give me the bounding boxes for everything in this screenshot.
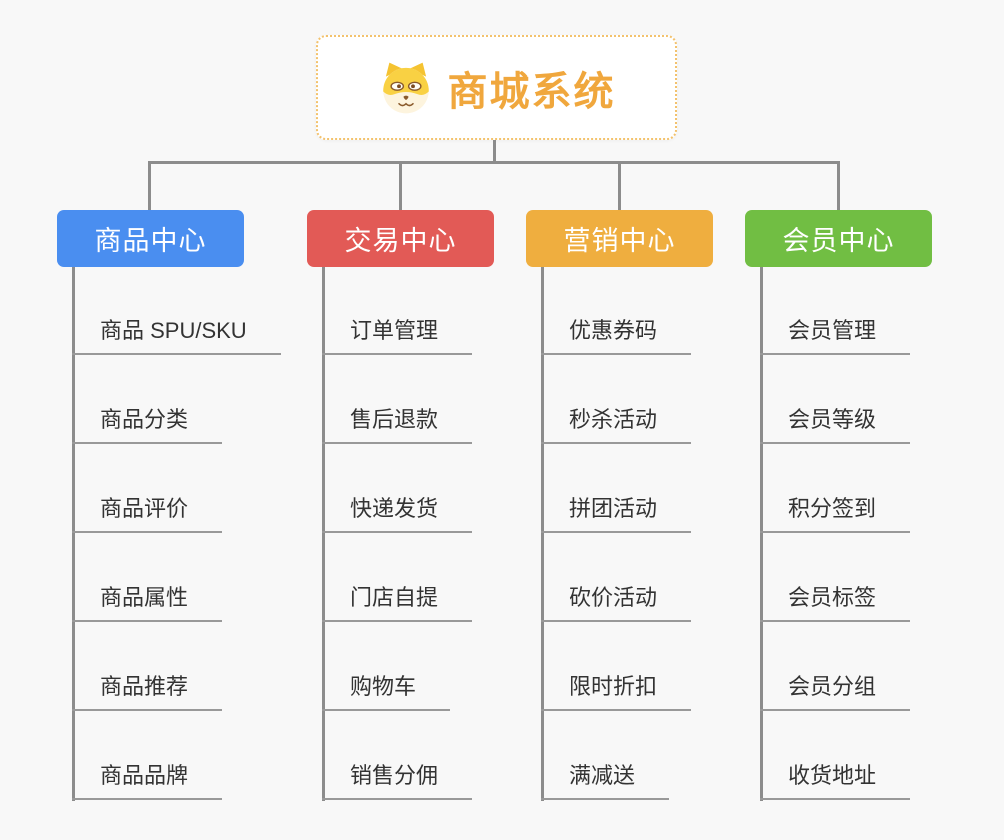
- leaf-node[interactable]: 商品品牌: [72, 760, 223, 800]
- leaf-node[interactable]: 限时折扣: [541, 671, 692, 711]
- connector-drop-products: [148, 161, 151, 210]
- leaf-node[interactable]: 商品 SPU/SKU: [72, 315, 281, 355]
- branch-header-products[interactable]: 商品中心: [57, 210, 244, 267]
- leaf-node[interactable]: 会员管理: [760, 315, 911, 355]
- leaf-node[interactable]: 积分签到: [760, 493, 911, 533]
- root-title: 商城系统: [447, 69, 616, 114]
- leaf-node[interactable]: 门店自提: [322, 582, 473, 622]
- leaf-node[interactable]: 优惠券码: [541, 315, 692, 355]
- leaf-node[interactable]: 收货地址: [760, 760, 911, 800]
- branch-column-marketing: 优惠券码 秒杀活动 拼团活动 砍价活动 限时折扣 满减送: [541, 267, 781, 801]
- branch-header-trade[interactable]: 交易中心: [307, 210, 494, 267]
- leaf-node[interactable]: 售后退款: [322, 404, 473, 444]
- branch-header-marketing[interactable]: 营销中心: [526, 210, 713, 267]
- leaf-node[interactable]: 秒杀活动: [541, 404, 692, 444]
- branch-label: 商品中心: [94, 226, 207, 256]
- branch-column-member: 会员管理 会员等级 积分签到 会员标签 会员分组 收货地址: [760, 267, 1000, 801]
- connector-drop-member: [837, 161, 840, 210]
- leaf-node[interactable]: 商品推荐: [72, 671, 223, 711]
- leaf-node[interactable]: 拼团活动: [541, 493, 692, 533]
- leaf-node[interactable]: 砍价活动: [541, 582, 692, 622]
- branch-label: 会员中心: [782, 226, 895, 256]
- connector-drop-trade: [399, 161, 402, 210]
- leaf-node[interactable]: 商品分类: [72, 404, 223, 444]
- connector-drop-marketing: [618, 161, 621, 210]
- branch-label: 营销中心: [563, 226, 676, 256]
- leaf-node[interactable]: 商品属性: [72, 582, 223, 622]
- dog-face-icon: [382, 62, 429, 113]
- leaf-node[interactable]: 快递发货: [322, 493, 473, 533]
- leaf-node[interactable]: 销售分佣: [322, 760, 473, 800]
- leaf-node[interactable]: 购物车: [322, 671, 451, 711]
- leaf-node[interactable]: 订单管理: [322, 315, 473, 355]
- root-node[interactable]: 商城系统: [316, 35, 677, 140]
- leaf-node[interactable]: 会员等级: [760, 404, 911, 444]
- branch-header-member[interactable]: 会员中心: [745, 210, 932, 267]
- branch-column-trade: 订单管理 售后退款 快递发货 门店自提 购物车 销售分佣: [322, 267, 562, 801]
- connector-bus: [149, 161, 839, 164]
- leaf-node[interactable]: 满减送: [541, 760, 670, 800]
- leaf-node[interactable]: 会员标签: [760, 582, 911, 622]
- branch-label: 交易中心: [344, 226, 457, 256]
- connector-root-stem: [493, 140, 496, 163]
- leaf-node[interactable]: 商品评价: [72, 493, 223, 533]
- branch-column-products: 商品 SPU/SKU 商品分类 商品评价 商品属性 商品推荐 商品品牌: [72, 267, 312, 801]
- leaf-node[interactable]: 会员分组: [760, 671, 911, 711]
